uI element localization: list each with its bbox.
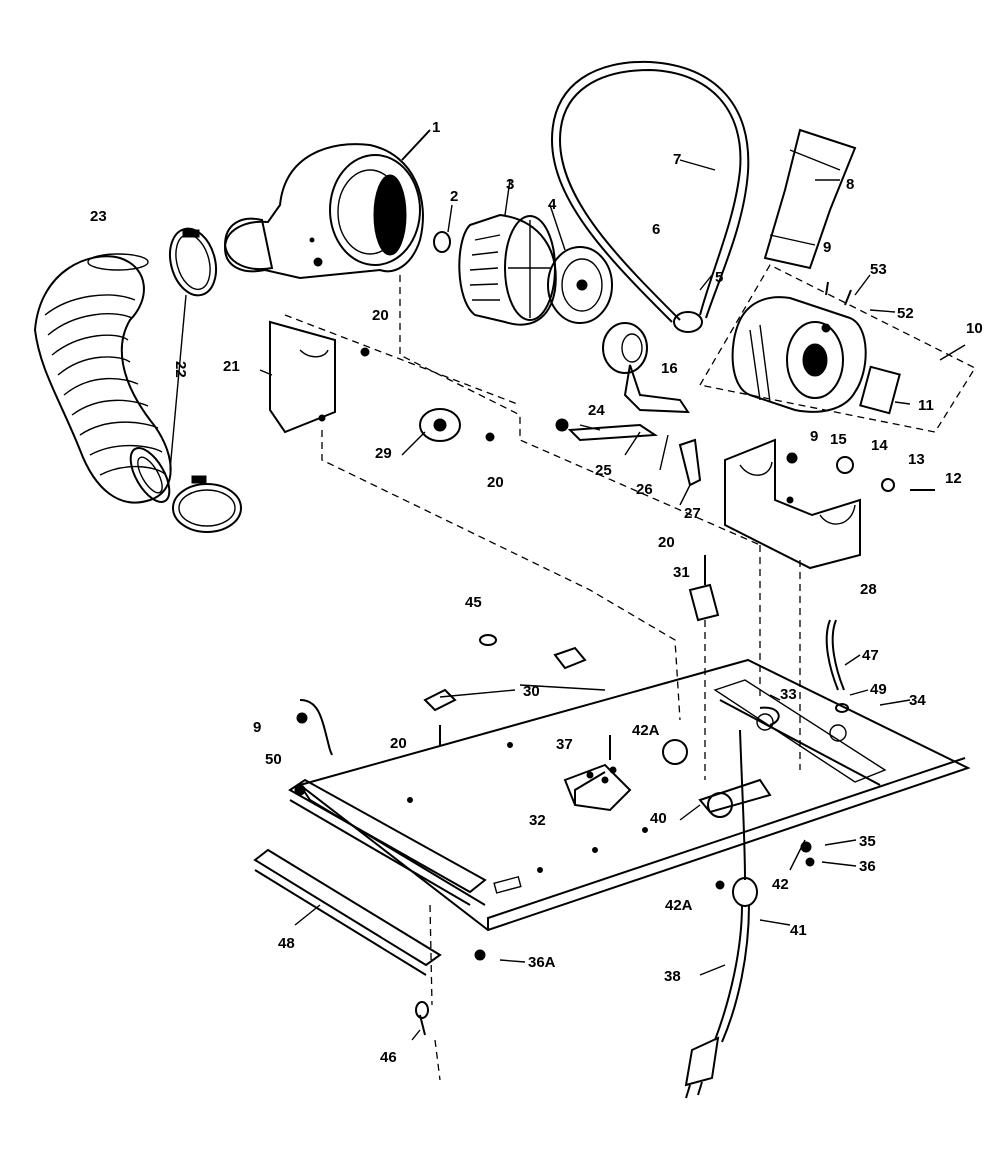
part-label: 49 [870,681,887,698]
part-label: 33 [780,686,797,703]
part-label: 52 [897,305,914,322]
part-label: 23 [90,208,107,225]
part-label: 12 [945,470,962,487]
part-label: 42A [632,722,660,739]
part-label: 3 [506,176,514,193]
leader-lines [259,159,966,1041]
part-label: 22 [172,361,189,378]
part-label: 21 [223,358,240,375]
part-label: 11 [918,397,934,414]
alignment-lines [284,275,801,1081]
exhaust-hose [33,253,172,504]
motor-bracket [724,438,861,570]
part-label: 35 [859,833,876,850]
part-label: 20 [658,534,675,551]
base-plate [297,658,971,932]
part-label: 29 [375,445,392,462]
drive-motor [698,264,976,433]
part-label: 41 [790,922,807,939]
part-label: 7 [673,151,681,168]
part-label: 20 [487,474,504,491]
part-label: 40 [650,810,667,827]
part-label: 24 [588,402,605,419]
blower-wheel [458,179,557,326]
part-label: 20 [372,307,389,324]
duct-panel [763,128,857,270]
thermostat [419,408,495,442]
part-label: 9 [253,719,261,736]
idler-assembly [555,322,702,487]
part-label: 9 [810,428,818,445]
part-label: 31 [673,564,690,581]
part-label: 16 [661,360,678,377]
part-label: 46 [380,1049,397,1066]
part-label: 42 [772,876,789,893]
part-label: 47 [862,647,879,664]
hose-clamps [168,227,242,533]
mounting-bracket [269,320,370,434]
part-label: 1 [432,119,440,136]
terminal-block [563,763,632,812]
part-label: 5 [715,269,723,286]
part-label: 42A [665,897,693,914]
part-label: 6 [652,221,660,238]
part-label: 45 [465,594,482,611]
part-label: 25 [595,462,612,479]
part-label: 20 [390,735,407,752]
part-label: 37 [556,736,573,753]
part-labels: 1 2 3 4 5 6 7 8 9 9 9 10 11 12 13 14 15 … [90,119,983,1066]
part-label: 30 [523,683,540,700]
drive-belt [550,60,750,333]
part-label: 9 [823,239,831,256]
part-label: 27 [684,505,701,522]
part-label: 8 [846,176,854,193]
part-label: 10 [966,320,983,337]
part-label: 50 [265,751,282,768]
power-cord [684,729,758,1099]
part-label: 26 [636,481,653,498]
part-label: 38 [664,968,681,985]
blower-housing [223,129,431,280]
part-label: 53 [870,261,887,278]
part-label: 15 [830,431,847,448]
blower-nut [433,204,453,253]
part-label: 32 [529,812,546,829]
part-label: 4 [548,196,557,213]
part-label: 28 [860,581,877,598]
part-label: 48 [278,935,295,952]
part-label: 36A [528,954,556,971]
idler-pulley [547,204,613,324]
part-label: 36 [859,858,876,875]
part-label: 2 [450,188,458,205]
part-label: 13 [908,451,925,468]
part-label: 34 [909,692,926,709]
small-hardware [296,281,852,1036]
switch [688,555,720,622]
rails [253,778,487,976]
part-label: 14 [871,437,888,454]
motor-fasteners [786,452,935,492]
